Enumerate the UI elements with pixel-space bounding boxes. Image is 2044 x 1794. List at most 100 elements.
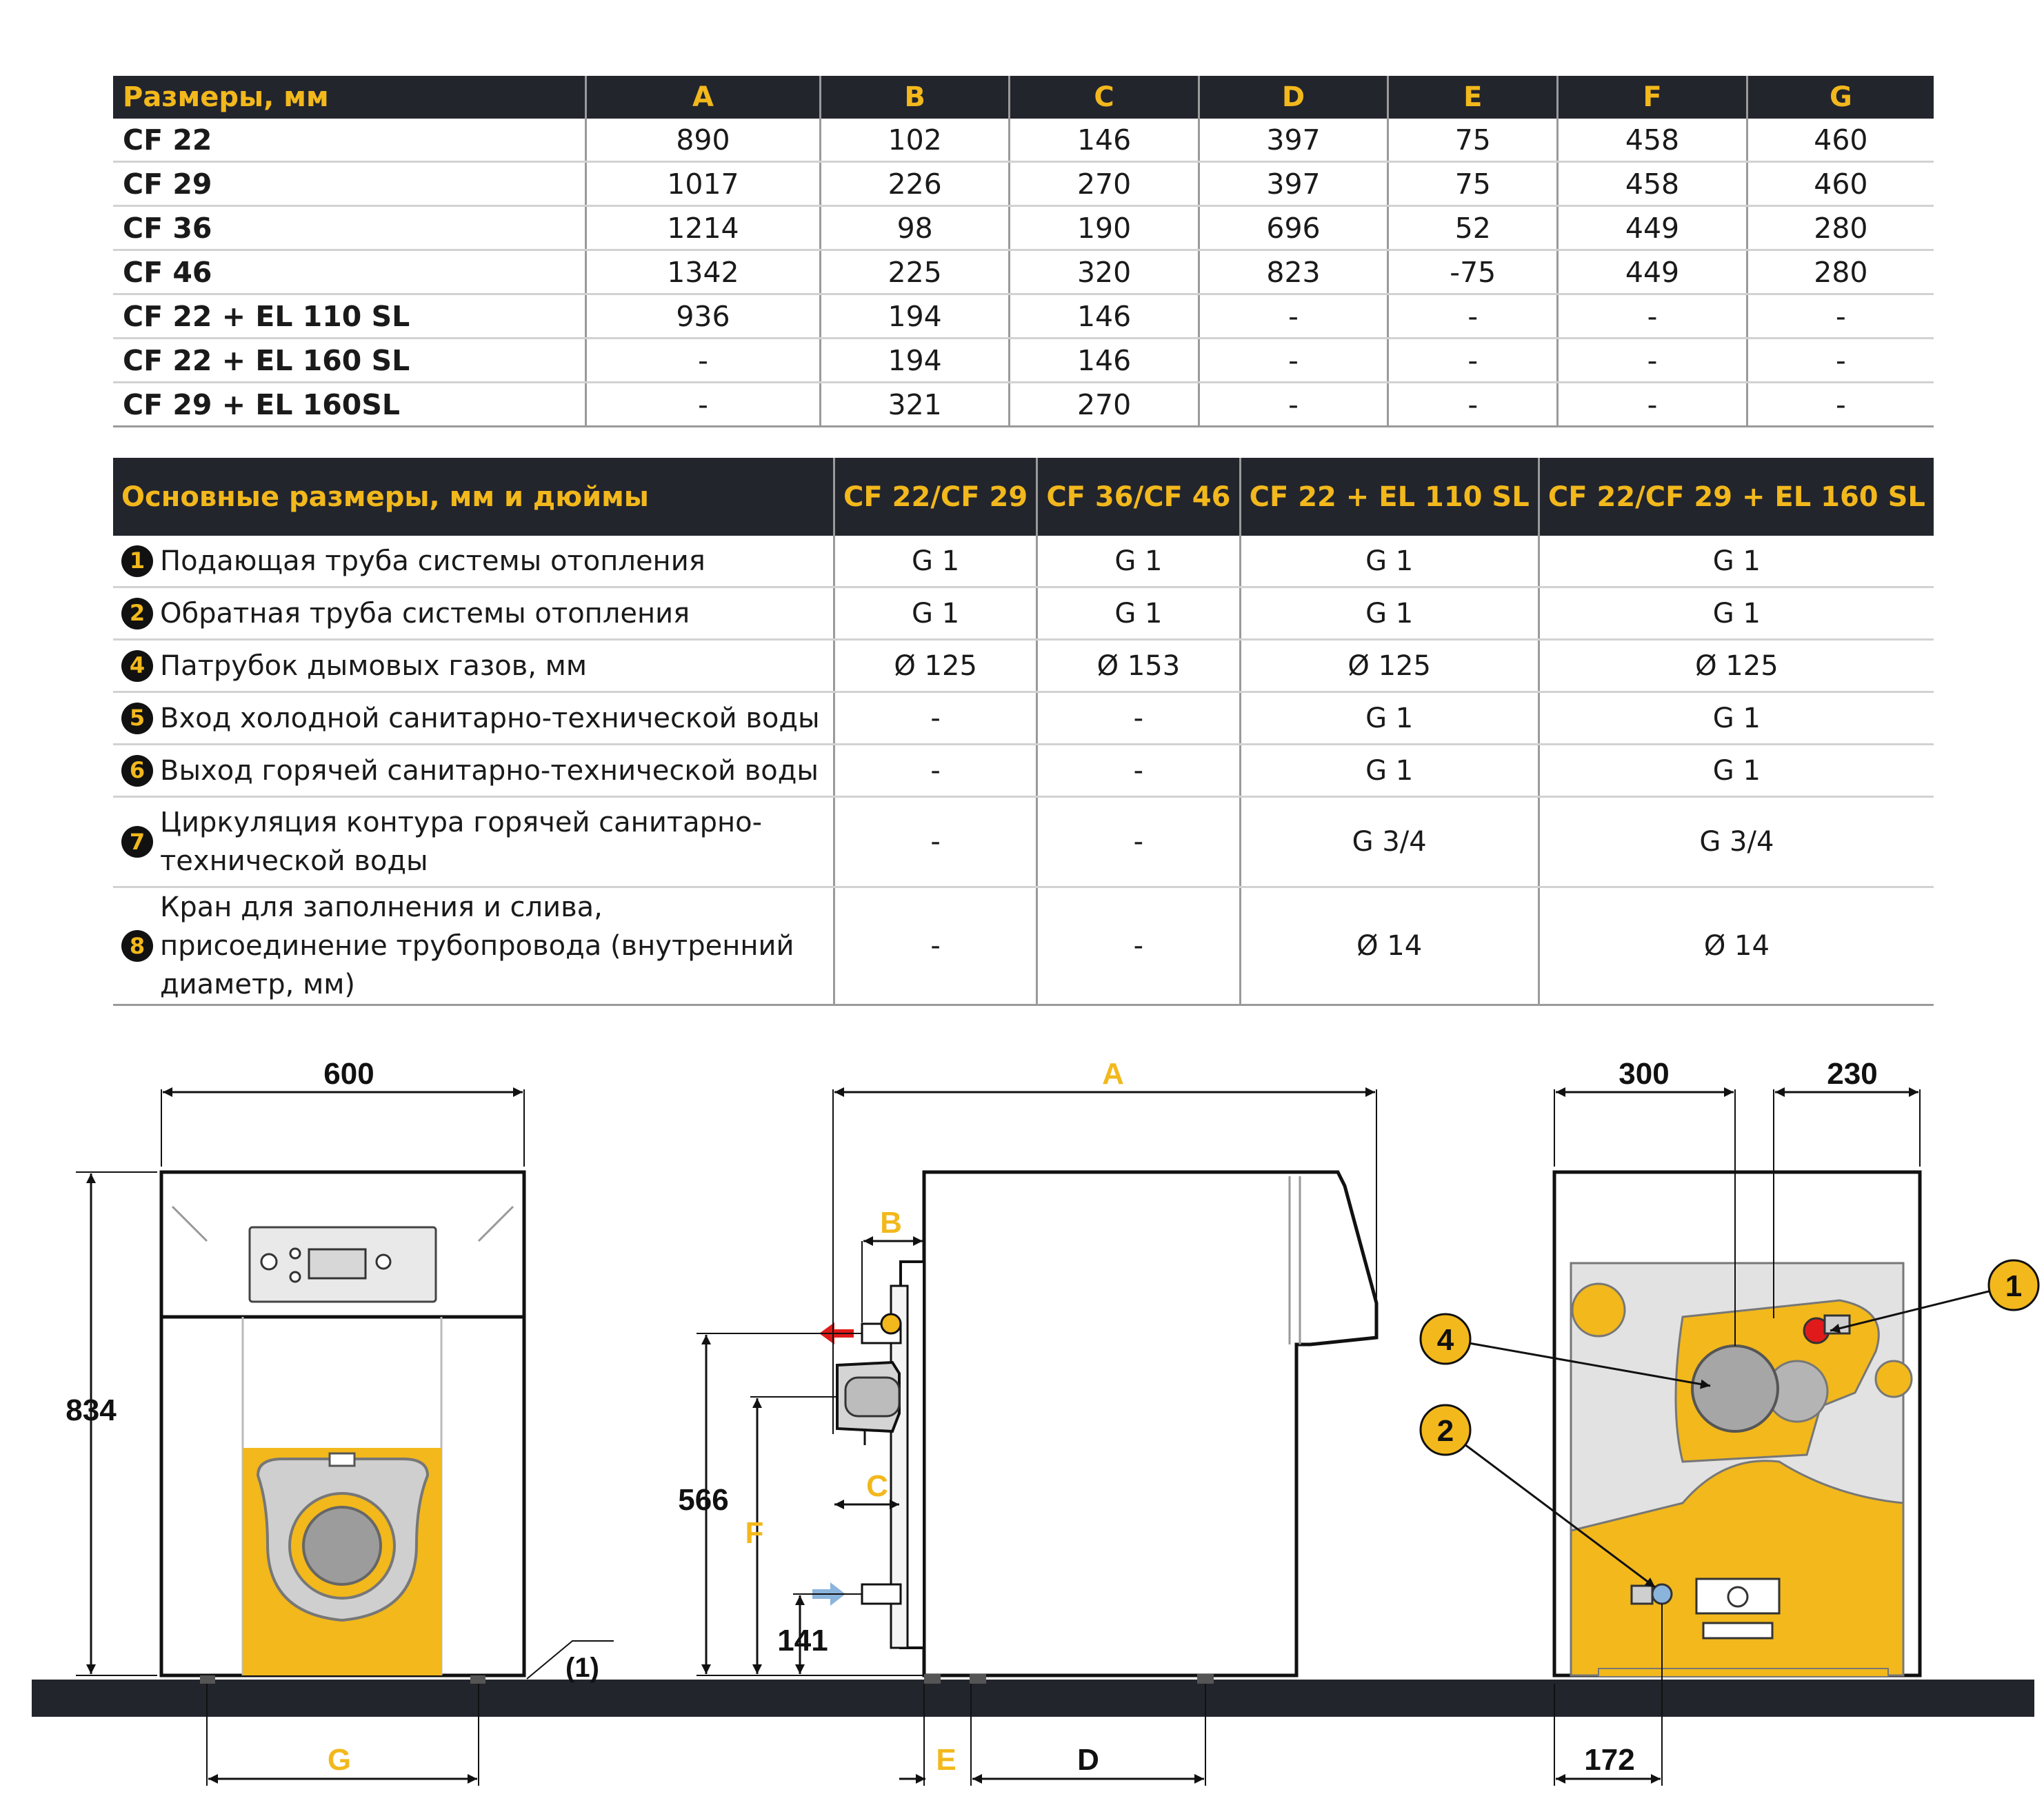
- cell: 146: [1009, 294, 1200, 339]
- col-c-header: C: [1009, 76, 1200, 119]
- row-label: Кран для заполнения и слива, присоединен…: [160, 891, 794, 1000]
- cell: -: [834, 744, 1039, 798]
- connections-header-row: Основные размеры, мм и дюймы CF 22/CF 29…: [113, 458, 1934, 536]
- number-badge: 4: [121, 649, 153, 682]
- cell: 823: [1199, 250, 1390, 295]
- cell: 458: [1557, 161, 1748, 207]
- cell: G 1: [1240, 536, 1540, 588]
- col-cf22-cf29-header: CF 22/CF 29: [834, 458, 1039, 536]
- cell: G 1: [1036, 587, 1241, 641]
- floor: [32, 1680, 2034, 1717]
- number-badge: 5: [121, 702, 153, 734]
- cell: 226: [820, 161, 1011, 207]
- row-label: Патрубок дымовых газов, мм: [160, 649, 588, 682]
- cell: -: [1387, 294, 1559, 339]
- cell: 696: [1199, 205, 1390, 251]
- dim-b-label: B: [880, 1206, 902, 1240]
- front-view: [159, 1170, 526, 1684]
- col-d-header: D: [1199, 76, 1390, 119]
- dim-300-label: 300: [1619, 1057, 1669, 1091]
- callout-2: [1419, 1404, 1472, 1456]
- cell: 270: [1009, 161, 1200, 207]
- col-f-header: F: [1557, 76, 1748, 119]
- col-b-header: B: [820, 76, 1011, 119]
- cell: 75: [1387, 161, 1559, 207]
- col-e-header: E: [1387, 76, 1559, 119]
- cell: 397: [1199, 119, 1390, 163]
- cell: 98: [820, 205, 1011, 251]
- number-badge: 8: [121, 930, 153, 962]
- cell: G 1: [1036, 536, 1241, 588]
- table-row: CF 29 1017 226 270 397 75 458 460: [113, 161, 1934, 207]
- cell: 102: [820, 119, 1011, 163]
- cell: 194: [820, 338, 1011, 383]
- cell: -: [1036, 692, 1241, 745]
- dim-a-label: A: [1102, 1057, 1124, 1091]
- cell: 460: [1747, 161, 1934, 207]
- model-name: CF 36: [113, 205, 587, 251]
- dimensions-header-row: Размеры, мм A B C D E F G: [113, 76, 1934, 119]
- cell: G 1: [1240, 587, 1540, 641]
- cell: -: [834, 692, 1039, 745]
- cell: -: [1747, 382, 1934, 427]
- dimension-drawing: 600 834 G (1) A B C 566 F 141: [32, 1057, 2040, 1786]
- table-row: CF 36 1214 98 190 696 52 449 280: [113, 205, 1934, 251]
- cell: G 1: [834, 587, 1039, 641]
- cell: 190: [1009, 205, 1200, 251]
- cell: -: [834, 887, 1039, 1006]
- dim-141-label: 141: [777, 1624, 828, 1657]
- number-badge: 1: [121, 545, 153, 577]
- model-name: CF 46: [113, 250, 587, 295]
- return-connection: [1651, 1583, 1673, 1605]
- cell: -: [1747, 294, 1934, 339]
- cell: -: [585, 338, 821, 383]
- cell: 146: [1009, 338, 1200, 383]
- cell: Ø 14: [1539, 887, 1934, 1006]
- dim-d-label: D: [1077, 1743, 1099, 1777]
- dim-g-label: G: [328, 1743, 351, 1777]
- callout-4-label: 4: [1437, 1323, 1454, 1357]
- col-g-header: G: [1747, 76, 1934, 119]
- cell: Ø 125: [1240, 639, 1540, 693]
- flue-outlet: [302, 1506, 382, 1586]
- cell: -: [1199, 338, 1390, 383]
- cell: 458: [1557, 119, 1748, 163]
- cell: -: [1199, 294, 1390, 339]
- model-name: CF 22: [113, 119, 587, 163]
- cell: -: [834, 796, 1039, 888]
- cell: -: [1199, 382, 1390, 427]
- connections-header: Основные размеры, мм и дюймы: [113, 458, 835, 536]
- cell: G 1: [1539, 692, 1934, 745]
- callout-1: [1987, 1259, 2040, 1311]
- cell: 449: [1557, 250, 1748, 295]
- cell: Ø 14: [1240, 887, 1540, 1006]
- row-label: Выход горячей санитарно-технической воды: [160, 754, 819, 787]
- side-view: [812, 1170, 1379, 1684]
- cell: Ø 125: [834, 639, 1039, 693]
- dimensions-header: Размеры, мм: [113, 76, 587, 119]
- row-label: Обратная труба системы отопления: [160, 597, 690, 629]
- number-badge: 6: [121, 754, 153, 787]
- dim-834-label: 834: [66, 1393, 117, 1427]
- cell: 52: [1387, 205, 1559, 251]
- cell: 890: [585, 119, 821, 163]
- dim-230-label: 230: [1827, 1057, 1877, 1091]
- cell: -: [1036, 796, 1241, 888]
- dim-172-label: 172: [1584, 1743, 1634, 1777]
- model-name: CF 29: [113, 161, 587, 207]
- callout-4: [1419, 1313, 1472, 1365]
- cell: 225: [820, 250, 1011, 295]
- cell: 321: [820, 382, 1011, 427]
- cell: -: [1036, 887, 1241, 1006]
- cell: 1342: [585, 250, 821, 295]
- knob-icon: [260, 1253, 278, 1271]
- cell: -: [1036, 744, 1241, 798]
